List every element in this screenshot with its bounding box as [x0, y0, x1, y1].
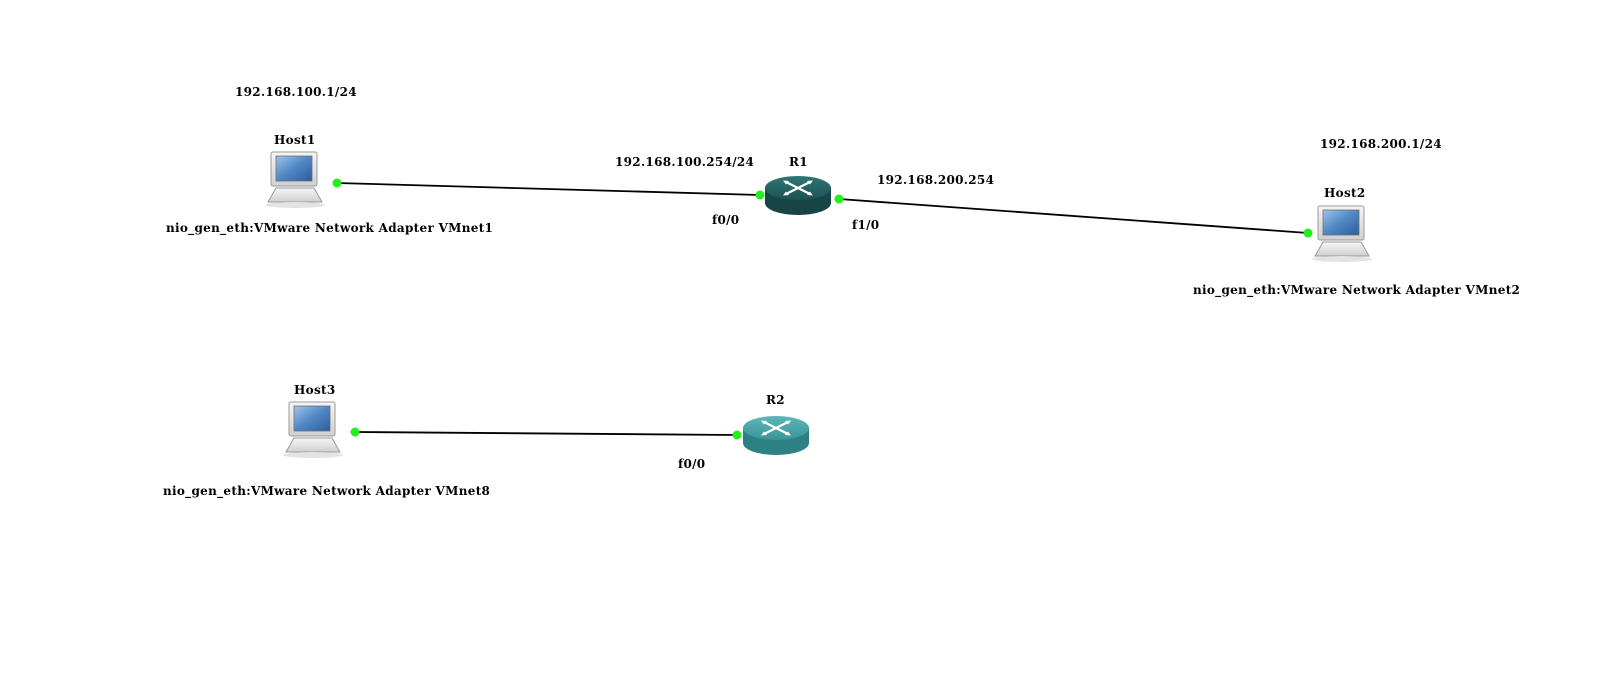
host3-adapter-label: nio_gen_eth:VMware Network Adapter VMnet… — [163, 484, 491, 498]
r2-router-icon[interactable] — [743, 416, 809, 455]
port-indicator-r1-f0-0[interactable] — [755, 190, 765, 200]
host3-name-label: Host3 — [294, 383, 336, 397]
r2-name-label: R2 — [766, 393, 785, 407]
link-r1-host2[interactable] — [838, 198, 1309, 234]
r1-port-f0-0-label: f0/0 — [712, 213, 740, 227]
port-indicator-host3[interactable] — [350, 427, 360, 437]
host2-name-label: Host2 — [1324, 186, 1366, 200]
host1-computer-icon[interactable] — [265, 151, 325, 208]
port-indicator-host2[interactable] — [1303, 228, 1313, 238]
link-host1-r1[interactable] — [336, 182, 761, 196]
port-indicator-host1[interactable] — [332, 178, 342, 188]
host1-adapter-label: nio_gen_eth:VMware Network Adapter VMnet… — [166, 221, 494, 235]
host2-computer-icon[interactable] — [1312, 205, 1372, 262]
host1-ip-label: 192.168.100.1/24 — [235, 85, 357, 99]
host2-adapter-label: nio_gen_eth:VMware Network Adapter VMnet… — [1193, 283, 1521, 297]
host3-computer-icon[interactable] — [283, 401, 343, 458]
port-indicator-r2-f0-0[interactable] — [732, 430, 742, 440]
host1-name-label: Host1 — [274, 133, 316, 147]
r1-port-f1-0-label: f1/0 — [852, 218, 880, 232]
r1-name-label: R1 — [789, 155, 808, 169]
link-host3-r2[interactable] — [354, 431, 738, 436]
r1-ip-right-label: 192.168.200.254 — [877, 173, 995, 187]
port-indicator-r1-f1-0[interactable] — [834, 194, 844, 204]
r1-router-icon[interactable] — [765, 176, 831, 215]
host2-ip-label: 192.168.200.1/24 — [1320, 137, 1442, 151]
r1-ip-left-label: 192.168.100.254/24 — [615, 155, 755, 169]
r2-port-f0-0-label: f0/0 — [678, 457, 706, 471]
